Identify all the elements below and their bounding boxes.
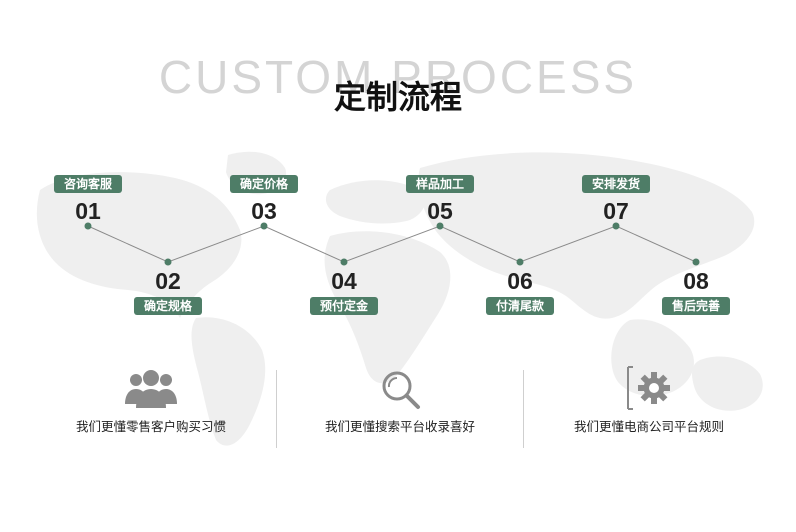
feature-3-text: 我们更懂电商公司平台规则 [573,419,725,434]
step-02-dot [164,258,172,266]
feature-2-text: 我们更懂搜索平台收录喜好 [324,419,476,434]
step-08-dot [692,258,700,266]
step-06-number: 06 [507,268,533,294]
step-03-dot [260,222,268,230]
step-01-number: 01 [75,198,101,224]
step-03-number: 03 [251,198,277,224]
step-08-label: 售后完善 [661,297,731,315]
step-03-label: 确定价格 [229,175,299,193]
step-06-label: 付清尾款 [485,297,555,315]
step-08-number: 08 [683,268,709,294]
search-icon [382,371,420,409]
step-02-number: 02 [155,268,181,294]
step-04-label: 预付定金 [309,297,379,315]
step-07-dot [612,222,620,230]
gear-icon [627,366,670,410]
page-title: 定制流程 [333,78,462,116]
step-04-dot [340,258,348,266]
step-05-label: 样品加工 [405,175,475,193]
step-01-dot [84,222,92,230]
customers-icon [125,370,177,408]
step-06-dot [516,258,524,266]
divider-1 [276,370,277,448]
step-05-number: 05 [427,198,453,224]
step-01-label: 咨询客服 [53,175,123,193]
connector-line [87,225,697,263]
step-05-dot [436,222,444,230]
step-02-label: 确定规格 [133,297,203,315]
step-07-label: 安排发货 [581,175,651,193]
feature-1-text: 我们更懂零售客户购买习惯 [75,419,227,434]
divider-2 [523,370,524,448]
background-title: CUSTOM PROCESS [158,51,638,103]
step-04-number: 04 [331,268,357,294]
step-07-number: 07 [603,198,629,224]
